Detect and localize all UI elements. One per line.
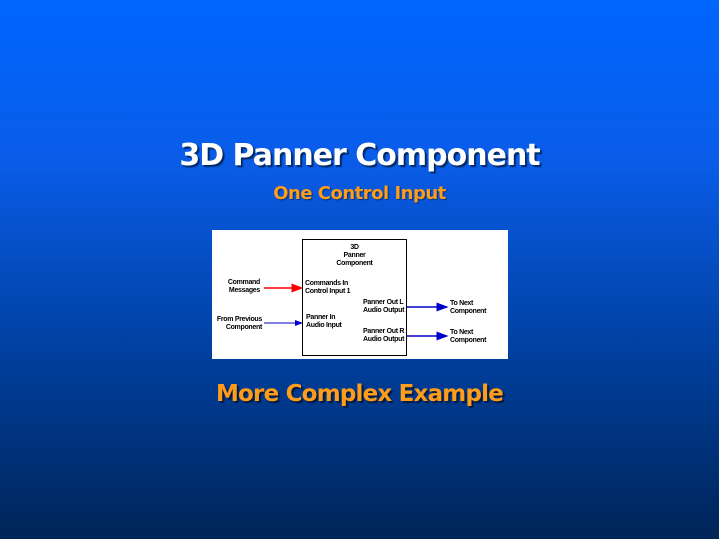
label-line: Panner <box>343 252 366 259</box>
label-line: Audio Output <box>363 336 405 343</box>
label-line: To Next <box>450 300 474 307</box>
panner-diagram: 3D Panner Component Command Messages Com… <box>212 230 508 359</box>
label-line: Messages <box>228 287 260 294</box>
more-complex-example-link[interactable]: More Complex Example <box>215 381 504 407</box>
slide-title: 3D Panner Component <box>179 138 540 173</box>
label-line: From Previous <box>216 316 262 323</box>
out-l-dest-label: To Next Component <box>450 300 486 316</box>
component-label: 3D Panner Component <box>327 244 382 268</box>
label-line: Component <box>225 324 262 331</box>
label-line: Panner Out L <box>363 299 404 306</box>
command-source-label: Command Messages <box>212 279 260 295</box>
command-port-label: Commands In Control Input 1 <box>305 280 351 296</box>
label-line: Component <box>450 337 487 344</box>
label-line: Commands In <box>305 280 348 287</box>
out-r-dest-label: To Next Component <box>450 329 486 345</box>
audio-port-label: Panner In Audio Input <box>306 314 342 330</box>
slide-subtitle: One Control Input <box>273 183 446 204</box>
diagram-arrows <box>264 283 449 341</box>
label-line: Panner Out R <box>363 328 405 335</box>
label-line: Panner In <box>306 314 336 321</box>
label-line: To Next <box>450 329 474 336</box>
label-line: Command <box>227 279 260 286</box>
label-line: Audio Output <box>363 307 405 314</box>
audio-source-label: From Previous Component <box>212 316 262 332</box>
out-l-port-label: Panner Out L Audio Output <box>363 299 404 315</box>
label-line: Component <box>450 308 487 315</box>
label-line: Component <box>336 260 373 267</box>
label-line: Audio Input <box>306 322 342 329</box>
component-box <box>302 239 407 356</box>
label-line: Control Input 1 <box>305 288 351 295</box>
out-r-port-label: Panner Out R Audio Output <box>363 328 404 344</box>
label-line: 3D <box>350 244 359 251</box>
